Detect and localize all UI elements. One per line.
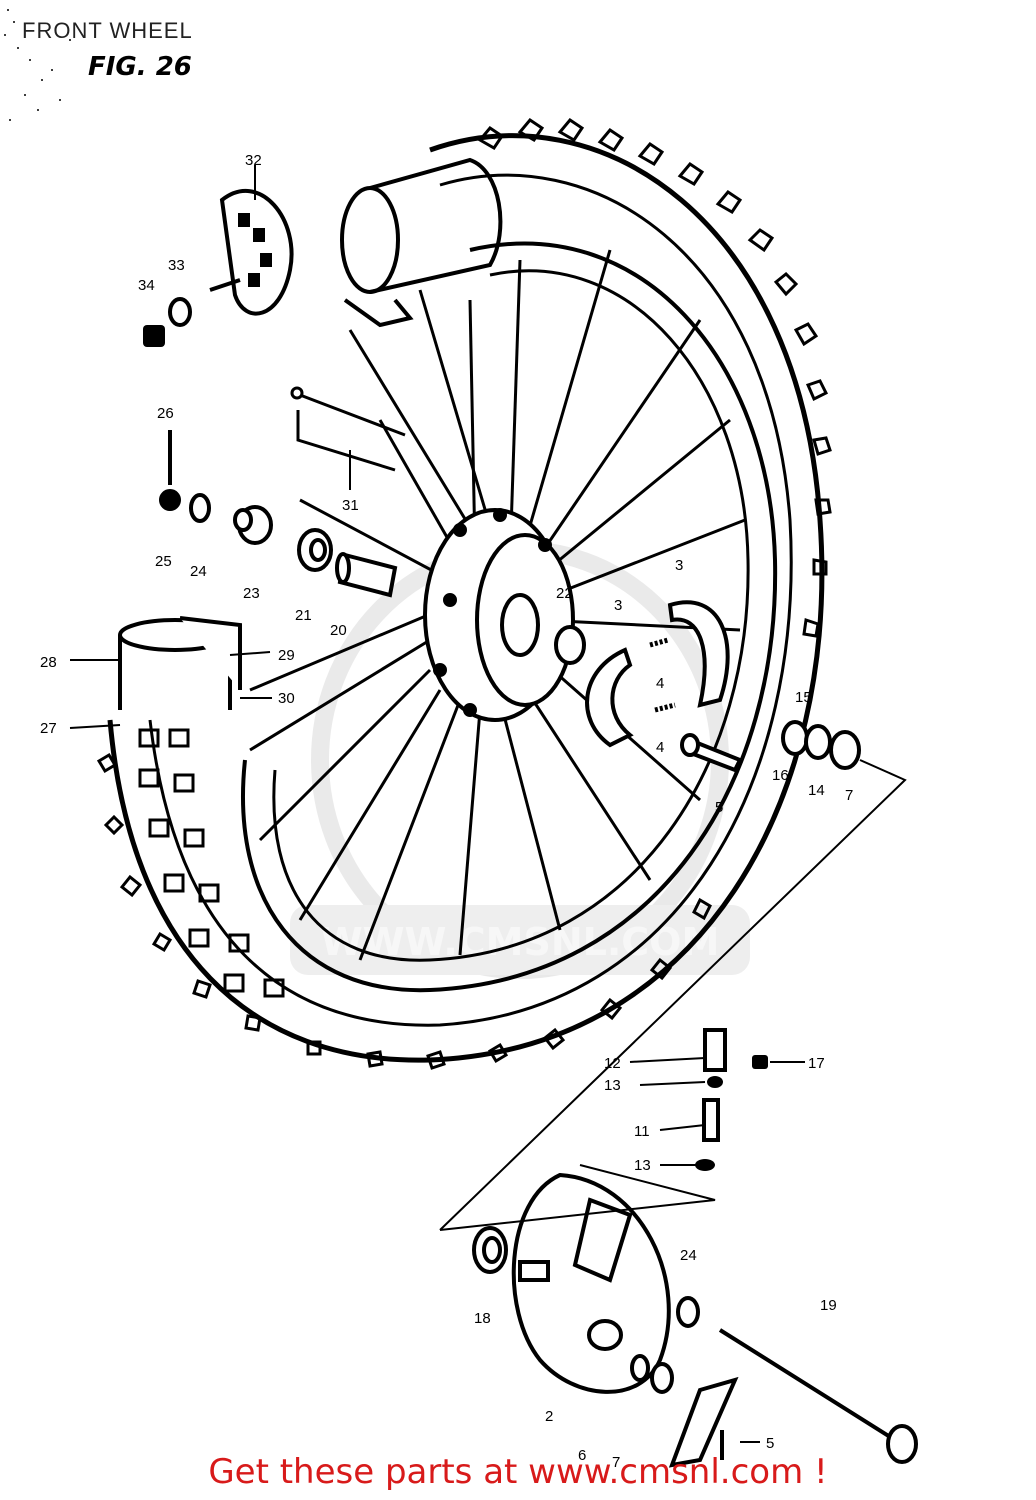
part-nut-17 xyxy=(752,1055,768,1069)
part-washers-6-7 xyxy=(630,1354,674,1394)
front-tire xyxy=(96,118,832,1070)
callout-6: 6 xyxy=(578,1447,586,1464)
assembly-lines xyxy=(439,759,907,1231)
part-washer-33 xyxy=(168,297,192,327)
callout-34: 34 xyxy=(138,277,155,294)
callout-5b: 5 xyxy=(766,1435,774,1452)
part-hub-bearing-22 xyxy=(554,625,586,665)
part-rim-band-32 xyxy=(209,189,294,316)
part-brake-shoes xyxy=(585,600,730,748)
part-cable-adjuster-12 xyxy=(703,1028,727,1072)
brake-panel xyxy=(511,1172,671,1394)
callout-11: 11 xyxy=(634,1123,650,1140)
callout-18: 18 xyxy=(474,1310,491,1327)
callout-3b: 3 xyxy=(614,597,622,614)
callout-30: 30 xyxy=(278,690,295,707)
callout-32: 32 xyxy=(245,152,262,169)
callout-22: 22 xyxy=(556,585,573,602)
callout-28: 28 xyxy=(40,654,57,671)
leader-lines xyxy=(69,165,805,1443)
callout-20: 20 xyxy=(330,622,347,639)
callout-4b: 4 xyxy=(656,739,664,756)
part-washer-24b xyxy=(676,1296,700,1328)
part-springs-4 xyxy=(649,637,676,713)
wheel-hub xyxy=(423,508,575,722)
footer-promo-text: Get these parts at www.cmsnl.com ! xyxy=(208,1452,828,1492)
callout-23: 23 xyxy=(243,585,260,602)
part-seal-18 xyxy=(472,1226,508,1274)
part-axle-19 xyxy=(718,1328,918,1464)
spoke-set-part xyxy=(290,386,406,490)
callout-21: 21 xyxy=(295,607,312,624)
callout-4a: 4 xyxy=(656,675,664,692)
callout-17: 17 xyxy=(808,1055,825,1072)
callout-24b: 24 xyxy=(680,1247,697,1264)
part-washer-13b xyxy=(695,1159,715,1171)
callout-25: 25 xyxy=(155,553,172,570)
callout-24: 24 xyxy=(190,563,207,580)
callout-12: 12 xyxy=(604,1055,621,1072)
scan-speckle xyxy=(4,9,71,121)
part-spacer-20 xyxy=(335,552,398,598)
callout-15: 15 xyxy=(795,689,812,706)
callout-16: 16 xyxy=(772,767,789,784)
part-washer-13 xyxy=(707,1076,723,1088)
callout-3a: 3 xyxy=(675,557,683,574)
callout-33: 33 xyxy=(168,257,185,274)
tube-section xyxy=(340,157,503,328)
callout-5: 5 xyxy=(715,799,723,816)
part-washer-24 xyxy=(189,493,211,523)
callout-19: 19 xyxy=(820,1297,837,1314)
callout-27: 27 xyxy=(40,720,57,737)
callout-13a: 13 xyxy=(604,1077,621,1094)
part-nut-25 xyxy=(159,489,181,511)
page-title: FRONT WHEEL xyxy=(22,18,193,43)
wheel-rim xyxy=(241,241,778,993)
callout-14: 14 xyxy=(808,782,825,799)
callout-labels: 32 33 34 26 31 25 24 23 21 20 22 3 3 4 4… xyxy=(40,152,853,1471)
tire-section-27-30 xyxy=(118,616,242,710)
callout-2: 2 xyxy=(545,1408,553,1425)
part-bearing-21 xyxy=(297,528,333,572)
callout-13b: 13 xyxy=(634,1157,651,1174)
callout-29: 29 xyxy=(278,647,295,664)
callout-31: 31 xyxy=(342,497,359,514)
part-cam-5 xyxy=(680,733,743,773)
part-nut-34 xyxy=(143,325,165,347)
part-arm-8-9 xyxy=(668,1376,739,1468)
part-bolt-11 xyxy=(702,1098,720,1142)
part-seals-14-16 xyxy=(781,720,861,770)
callout-7b: 7 xyxy=(612,1454,620,1471)
callout-7a: 7 xyxy=(845,787,853,804)
figure-label: FIG. 26 xyxy=(88,52,192,82)
callout-26: 26 xyxy=(157,405,174,422)
part-collar-23 xyxy=(233,505,273,545)
